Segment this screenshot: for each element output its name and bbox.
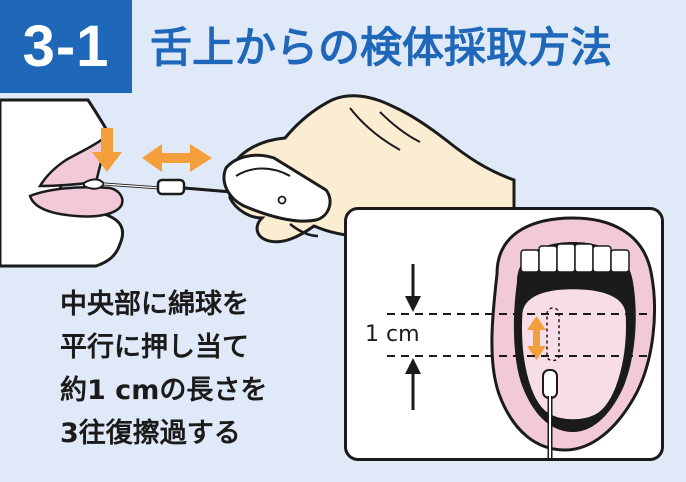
instruction-line: 平行に押し当て (60, 332, 249, 363)
tongue (28, 186, 124, 218)
arrow-up-down-icon (527, 316, 546, 360)
swab-handle (222, 153, 332, 223)
upper-lip (37, 135, 106, 188)
arrow-down-icon (92, 128, 122, 172)
instruction-line: 中央部に綿球を (60, 289, 249, 320)
swab (83, 178, 233, 196)
dimension-arrow-bottom (405, 358, 421, 410)
dimension-label: 1 cm (365, 322, 420, 347)
mouth-inset-panel: 1 cm (344, 207, 664, 461)
instruction-line: 3往復擦過する (60, 418, 241, 449)
step-badge: 3-1 (0, 0, 132, 93)
page-title: 舌上からの検体採取方法 (150, 23, 613, 72)
instruction-text: 中央部に綿球を 平行に押し当て 約1 cmの長さを 3往復擦過する (60, 283, 267, 455)
upper-teeth (520, 243, 630, 273)
arrow-left-right-icon (142, 144, 212, 172)
mouth-diagram (387, 216, 656, 458)
instruction-line: 約1 cmの長さを (60, 375, 268, 406)
dimension-arrow-top (405, 264, 421, 312)
